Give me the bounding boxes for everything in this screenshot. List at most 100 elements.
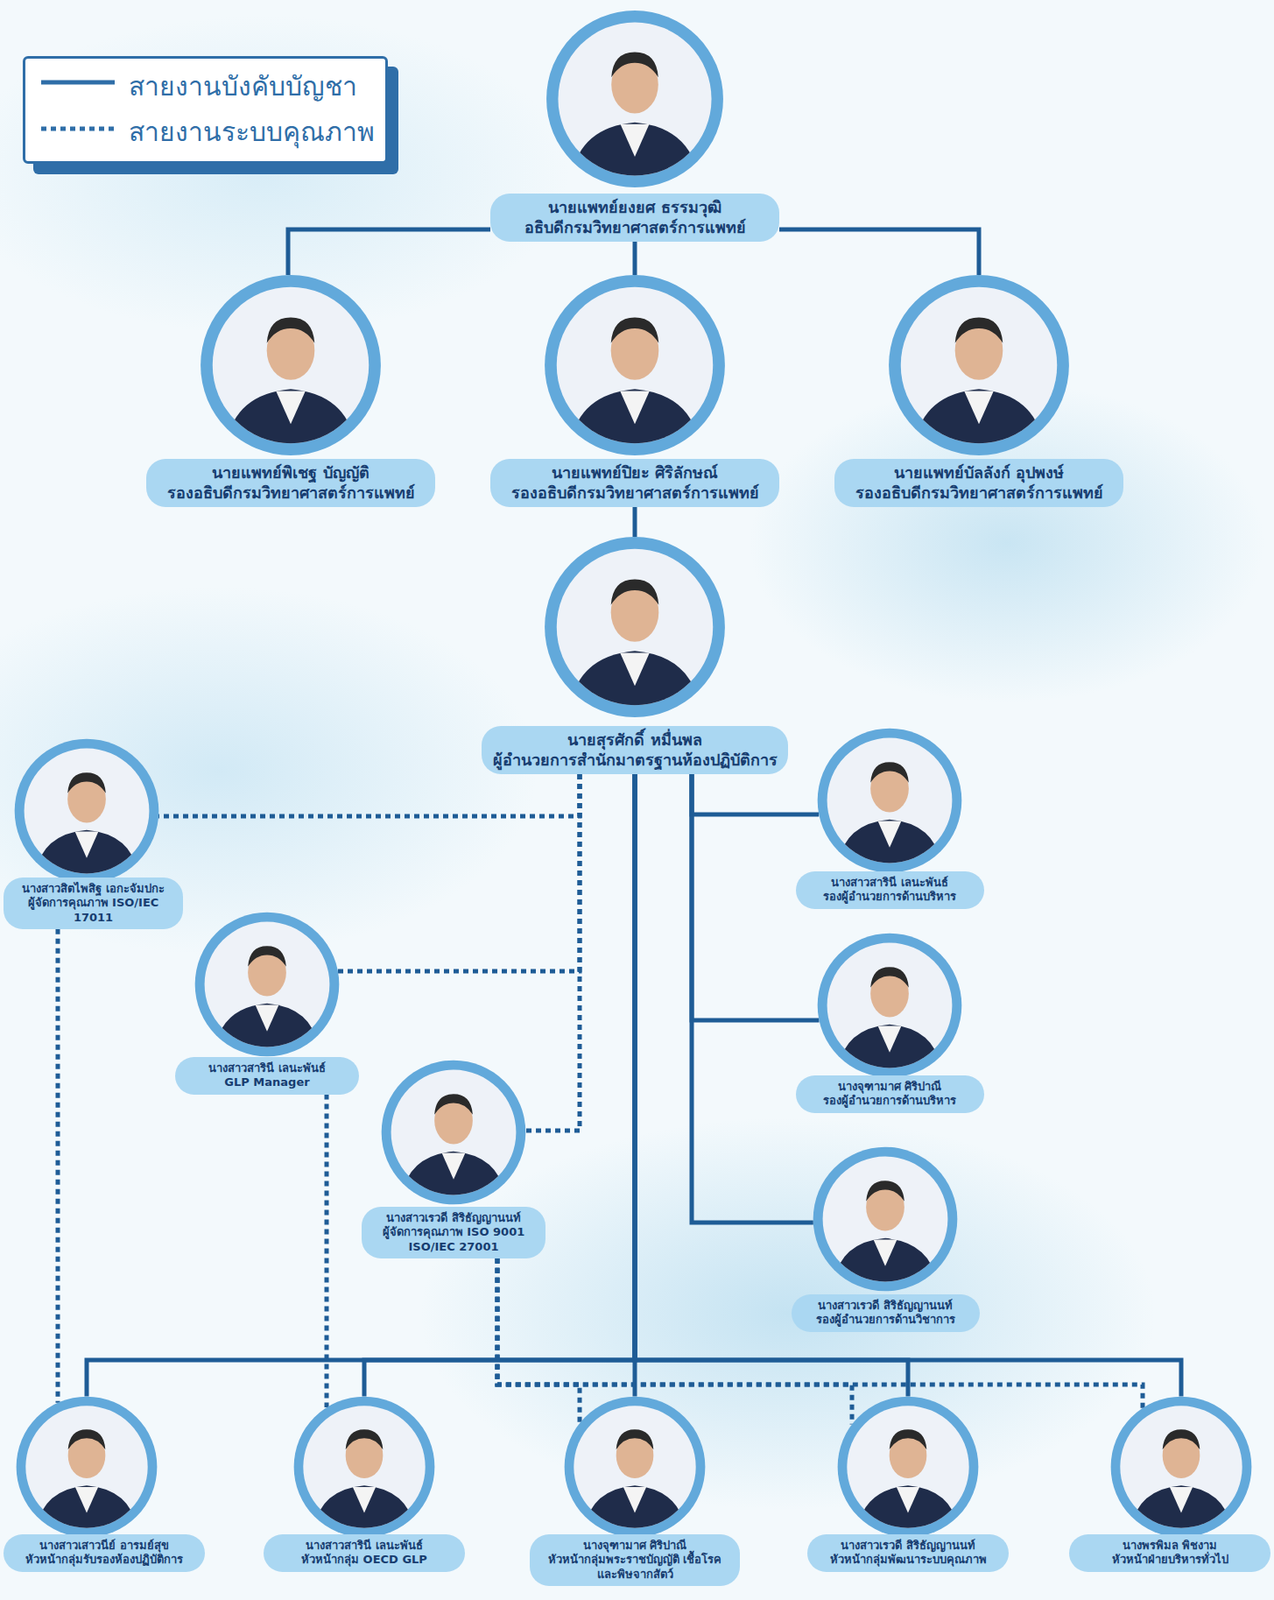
person-body [35,1485,139,1539]
command-line [633,241,638,275]
person-silhouette [832,1180,939,1293]
person-shirt [878,821,902,848]
name-pill: นางสาวเรวดี สิริธัญญานนท์ผู้จัดการคุณภาพ… [361,1206,546,1259]
quality-line [337,774,580,972]
person-hair [611,51,659,78]
person-body [832,1238,939,1293]
name-pill: นางสาวเรวดี สิริธัญญานนท์รองผู้อำนวยการด… [791,1294,980,1332]
quality-line [497,1258,1143,1408]
person-body [912,388,1045,458]
portrait-photo [14,1394,159,1539]
solid-line-sample [41,80,115,85]
person-name: นายสุรศักดิ์ หมื่นพล [490,730,780,751]
person-name: นางสาวสารินี เลนะพันธ์ [804,875,976,890]
portrait-photo [542,273,727,458]
portrait-photo [811,1145,959,1293]
person-hair [870,966,909,988]
person-silhouette [312,1428,416,1539]
person-name: นางจุฑามาศ ศิริปาณี [538,1538,732,1553]
person-hair [267,316,316,343]
person-body [401,1151,507,1206]
name-pill: นายแพทย์บัลลังก์ อุปพงษ์รองอธิบดีกรมวิทย… [834,458,1124,507]
person-name: นางพรพิมล พิชงาม [1077,1538,1262,1553]
person-hair [889,1428,928,1450]
quality-line [324,1094,330,1408]
person-hair [611,578,660,605]
position-title: รองอธิบดีกรมวิทยาศาสตร์การแพทย์ [843,483,1115,504]
person-silhouette [34,772,141,885]
person-shirt [75,1486,99,1514]
portrait-photo [563,1394,707,1539]
person-body [583,1485,687,1539]
person-silhouette [912,316,1045,458]
person-name: นายแพทย์พิเชฐ บัญญัติ [154,463,427,484]
position-title: หัวหน้าฝ่ายบริหารทั่วไป [1077,1552,1262,1567]
name-pill: นางสาวเรวดี สิริธัญญานนท์หัวหน้ากลุ่มพัฒ… [807,1534,1009,1572]
position-title: รองผู้อำนวยการด้านบริหาร [804,889,976,904]
person-node: นางสาวสิตไพสิฐ เอกะจัมปกะผู้จัดการคุณภาพ… [3,737,184,930]
person-node: นางจุฑามาศ ศิริปาณีรองผู้อำนวยการด้านบริ… [795,931,985,1113]
portrait-photo [542,534,727,719]
person-shirt [1169,1486,1193,1514]
position-title: รองอธิบดีกรมวิทยาศาสตร์การแพทย์ [154,483,427,504]
position-title: หัวหน้ากลุ่ม OECD GLP [272,1552,457,1567]
person-hair [434,1093,473,1115]
person-name: นางสาวสารินี เลนะพันธ์ [272,1538,457,1553]
name-pill: นางจุฑามาศ ศิริปาณีรองผู้อำนวยการด้านบริ… [795,1075,985,1113]
position-title: หัวหน้ากลุ่มรับรองห้องปฏิบัติการ [12,1552,197,1567]
person-name: นายแพทย์บัลลังก์ อุปพงษ์ [843,463,1115,484]
person-name: นางสาวสิตไพสิฐ เอกะจัมปกะ [12,881,175,896]
portrait-photo [193,910,341,1058]
portrait-photo [198,273,383,458]
name-pill: นายแพทย์ปิยะ ศิริลักษณ์รองอธิบดีกรมวิทยา… [490,458,780,507]
person-body [856,1485,960,1539]
person-silhouette [568,316,701,458]
person-silhouette [568,578,701,719]
portrait-photo [544,8,725,190]
portrait-photo [816,726,964,874]
name-pill: นางสาวสารินี เลนะพันธ์หัวหน้ากลุ่ม OECD … [263,1534,465,1572]
position-title: หัวหน้ากลุ่มพระราชบัญญัติ เชื้อโรคและพิษ… [538,1552,732,1582]
position-title: รองผู้อำนวยการด้านวิชาการ [800,1312,972,1327]
portrait-photo [836,1394,980,1539]
person-hair [68,1428,106,1450]
name-pill: นางสาวสารินี เลนะพันธ์GLP Manager [175,1056,359,1095]
command-line [779,229,979,275]
person-body [568,650,701,719]
position-title: ผู้จัดการคุณภาพ ISO 9001 ISO/IEC 27001 [370,1224,537,1254]
person-body [1129,1485,1233,1539]
person-node: นายสุรศักดิ์ หมื่นพลผู้อำนวยการสำนักมาตร… [481,534,789,775]
person-body [837,819,944,874]
quality-line [525,774,580,1131]
person-shirt [619,652,650,686]
quality-line [497,1258,852,1425]
person-node: นายแพทย์ปิยะ ศิริลักษณ์รองอธิบดีกรมวิทยา… [490,273,780,507]
command-line [364,774,635,1397]
person-node: นางพรพิมล พิชงามหัวหน้าฝ่ายบริหารทั่วไป [1069,1394,1271,1572]
person-silhouette [856,1428,960,1539]
legend-label: สายงานบังคับบัญชา [128,65,358,107]
person-shirt [75,831,99,859]
position-title: รองอธิบดีกรมวิทยาศาสตร์การแพทย์ [499,483,771,504]
person-body [570,122,700,190]
name-pill: นางจุฑามาศ ศิริปาณีหัวหน้ากลุ่มพระราชบัญ… [529,1534,740,1586]
name-pill: นายแพทย์พิเชฐ บัญญัติรองอธิบดีกรมวิทยาศา… [146,458,436,507]
dotted-line-sample [41,126,115,132]
person-name: นายแพทย์ยงยศ ธรรมวุฒิ [499,197,771,219]
name-pill: นางสาวเสาวนีย์ อารมย์สุขหัวหน้ากลุ่มรับร… [3,1534,205,1572]
person-node: นายแพทย์บัลลังก์ อุปพงษ์รองอธิบดีกรมวิทย… [834,273,1124,507]
name-pill: นางสาวสิตไพสิฐ เอกะจัมปกะผู้จัดการคุณภาพ… [3,877,184,930]
person-name: นางสาวเรวดี สิริธัญญานนท์ [370,1210,537,1225]
person-silhouette [837,966,944,1079]
position-title: อธิบดีกรมวิทยาศาสตร์การแพทย์ [499,218,771,239]
person-shirt [352,1486,376,1514]
person-node: นางสาวเรวดี สิริธัญญานนท์หัวหน้ากลุ่มพัฒ… [807,1394,1009,1572]
person-hair [247,945,287,967]
name-pill: นางสาวสารินี เลนะพันธ์รองผู้อำนวยการด้าน… [795,871,985,909]
legend-label: สายงานระบบคุณภาพ [128,111,375,153]
person-hair [616,1428,655,1450]
portrait-photo [886,273,1071,458]
person-name: นางสาวเรวดี สิริธัญญานนท์ [816,1538,1000,1553]
command-line [691,774,819,815]
person-node: นางสาวสารินี เลนะพันธ์หัวหน้ากลุ่ม OECD … [263,1394,465,1572]
